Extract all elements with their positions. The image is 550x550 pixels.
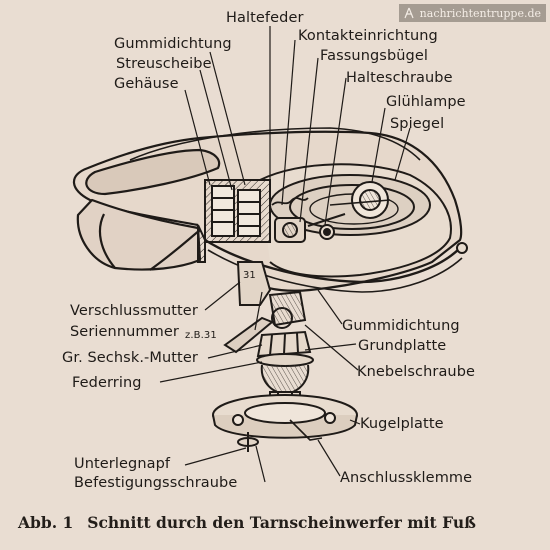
label-knebelschraube: Knebelschraube (357, 364, 476, 380)
label-gluehlampe: Glühlampe (386, 94, 466, 110)
watermark-text: nachrichtentruppe.de (419, 6, 541, 20)
caption-text: Schnitt durch den Tarnscheinwerfer mit F… (87, 513, 476, 532)
label-gummidichtung-top: Gummidichtung (114, 36, 232, 52)
label-befestigungsschraube: Befestigungsschraube (74, 475, 238, 491)
label-spiegel: Spiegel (390, 116, 445, 132)
caption-number: Abb. 1 (18, 513, 74, 532)
label-seriennummer-example: z.B.31 (185, 330, 217, 341)
radio-mast-logo-icon (404, 7, 414, 19)
figure-caption: Abb. 1 Schnitt durch den Tarnscheinwerfer… (18, 513, 476, 532)
label-halteschraube: Halteschraube (346, 70, 453, 86)
mount-foot (212, 261, 358, 452)
label-seriennummer: Seriennummer (70, 324, 179, 340)
label-kontakteinrichtung: Kontakteinrichtung (298, 28, 438, 44)
site-watermark: nachrichtentruppe.de (398, 4, 546, 22)
lamp-body (197, 163, 468, 293)
label-streuscheibe: Streuscheibe (116, 56, 212, 72)
label-kugelplatte: Kugelplatte (360, 416, 444, 432)
label-gehaeuse: Gehäuse (114, 76, 179, 92)
serial-mark: 31 (243, 270, 256, 281)
label-grundplatte: Grundplatte (358, 338, 447, 354)
label-sechskantmutter: Gr. Sechsk.-Mutter (62, 350, 198, 366)
label-anschlussklemme: Anschlussklemme (340, 470, 473, 486)
label-fassungsbuegel: Fassungsbügel (320, 48, 428, 64)
label-gummidichtung-bottom: Gummidichtung (342, 318, 460, 334)
label-haltefeder: Haltefeder (226, 10, 304, 26)
label-verschlussmutter: Verschlussmutter (70, 303, 198, 319)
label-unterlegnapf: Unterlegnapf (74, 456, 171, 472)
leader-lines (159, 26, 411, 483)
label-federring: Federring (72, 375, 142, 391)
